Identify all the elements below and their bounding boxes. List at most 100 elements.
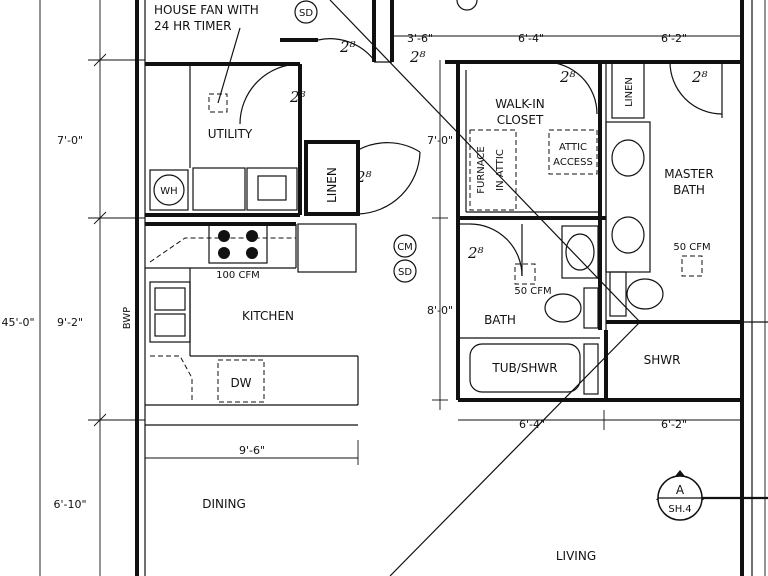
bath-sink (565, 233, 595, 271)
furnace-label: FURNACE (476, 146, 487, 193)
bath-vanity (561, 225, 599, 279)
linen-door-swing (357, 142, 421, 153)
linen-b-label: LINEN (624, 77, 635, 107)
attic-access-outline (548, 129, 598, 175)
dining-label: DINING (202, 497, 246, 511)
co-monitor (393, 234, 417, 258)
closet-door-swing (544, 61, 598, 115)
fan-note-line2: 24 HR TIMER (154, 19, 231, 33)
sink-basin-2 (154, 313, 186, 337)
refrigerator (297, 223, 357, 273)
utility-fan (208, 93, 228, 113)
dryer-door (257, 175, 287, 201)
linen-a-label: LINEN (325, 167, 339, 203)
top-dim-3-6: 3'-6" (407, 32, 433, 45)
walk-in-label: WALK-IN (495, 97, 545, 111)
water-heater-box (149, 169, 189, 211)
bath-toilet (544, 293, 582, 323)
door-mark-closet-entry: 2⁸ (409, 48, 426, 66)
master-sink-2 (611, 216, 645, 254)
left-dim-45-0: 45'-0" (1, 316, 34, 329)
dim-slash-1 (93, 53, 107, 67)
master-toilet (626, 278, 664, 310)
kitchen-fan-label: 100 CFM (216, 270, 260, 281)
kitchen-label: KITCHEN (242, 309, 294, 323)
burner-4 (246, 247, 258, 259)
bath-label: BATH (484, 313, 516, 327)
tub-label: TUB/SHWR (491, 361, 557, 375)
tub (469, 343, 581, 393)
section-sheet: SH.4 (668, 504, 691, 515)
top-dim-6-2: 6'-2" (661, 32, 687, 45)
utility-door-swing (239, 63, 301, 125)
master-fan-label: 50 CFM (673, 242, 710, 253)
door-mark-linen: 2⁸ (355, 168, 372, 186)
burner-2 (246, 230, 258, 242)
door-mark-hall: 2⁸ (339, 38, 356, 56)
bwp-label: BWP (122, 307, 133, 329)
kitchen-dim-label: 9'-6" (239, 444, 265, 457)
linen-closet-a (304, 140, 360, 216)
left-dim-7-0: 7'-0" (57, 134, 83, 147)
access-label: ACCESS (553, 157, 593, 168)
dim-slash-2 (93, 211, 107, 225)
smoke-detector-top (294, 0, 318, 24)
dryer (246, 167, 298, 211)
sink-basin-1 (154, 287, 186, 311)
living-label: LIVING (556, 549, 596, 563)
range (208, 224, 268, 264)
washer (192, 167, 246, 211)
master-toilet-tank (609, 271, 627, 317)
master-door-swing (669, 61, 723, 115)
hall-door-swing (317, 38, 375, 61)
attic-label: ATTIC (559, 142, 587, 153)
linen-closet-b (611, 61, 645, 119)
kitchen-sink (149, 281, 191, 343)
water-heater-label: WH (160, 186, 177, 197)
smoke-detector-top-label: SD (299, 8, 313, 19)
bottom-dim-6-2: 6'-2" (661, 418, 687, 431)
bath-fan-label: 50 CFM (514, 286, 551, 297)
master-fan (681, 255, 703, 277)
mid-dim-8-0: 8'-0" (427, 304, 453, 317)
cm-label: CM (397, 242, 413, 253)
mid-dim-7-0: 7'-0" (427, 134, 453, 147)
master-sink-1 (611, 139, 645, 177)
utility-label: UTILITY (208, 127, 253, 141)
dim-slash-3 (93, 413, 107, 427)
diagonal-line-1 (329, 0, 641, 323)
door-mark-closet: 2⁸ (559, 68, 576, 86)
fan-leader-line (217, 27, 241, 104)
burner-1 (218, 230, 230, 242)
master-bath-label: BATH (673, 183, 705, 197)
dishwasher (217, 359, 265, 403)
shwr-label: SHWR (644, 353, 681, 367)
smoke-detector-mid (393, 259, 417, 283)
bottom-dim-6-4: 6'-4" (519, 418, 545, 431)
lower-cabinet-dash (150, 355, 193, 400)
door-mark-utility: 2⁸ (289, 88, 306, 106)
master-label: MASTER (664, 167, 713, 181)
closet-label: CLOSET (497, 113, 544, 127)
master-vanity (605, 121, 651, 273)
door-mark-master: 2⁸ (691, 68, 708, 86)
bath-toilet-tank (583, 287, 599, 329)
water-heater (153, 174, 185, 206)
upper-cabinets (149, 237, 296, 263)
top-dim-6-4: 6'-4" (518, 32, 544, 45)
bath-door-swing (469, 223, 523, 277)
sd-mid-label: SD (398, 267, 412, 278)
left-dim-6-10: 6'-10" (53, 498, 86, 511)
furnace-outline (469, 129, 517, 211)
linen-door-arc (357, 151, 421, 215)
left-dim-9-2: 9'-2" (57, 316, 83, 329)
fan-note-line1: HOUSE FAN WITH (154, 3, 259, 17)
bath-fan (514, 263, 536, 285)
tub-deck (583, 343, 599, 395)
dw-label: DW (230, 376, 251, 390)
door-mark-bath: 2⁸ (467, 244, 484, 262)
burner-3 (218, 247, 230, 259)
top-fixture-circle (456, 0, 478, 11)
in-attic-label: IN ATTIC (495, 149, 506, 191)
